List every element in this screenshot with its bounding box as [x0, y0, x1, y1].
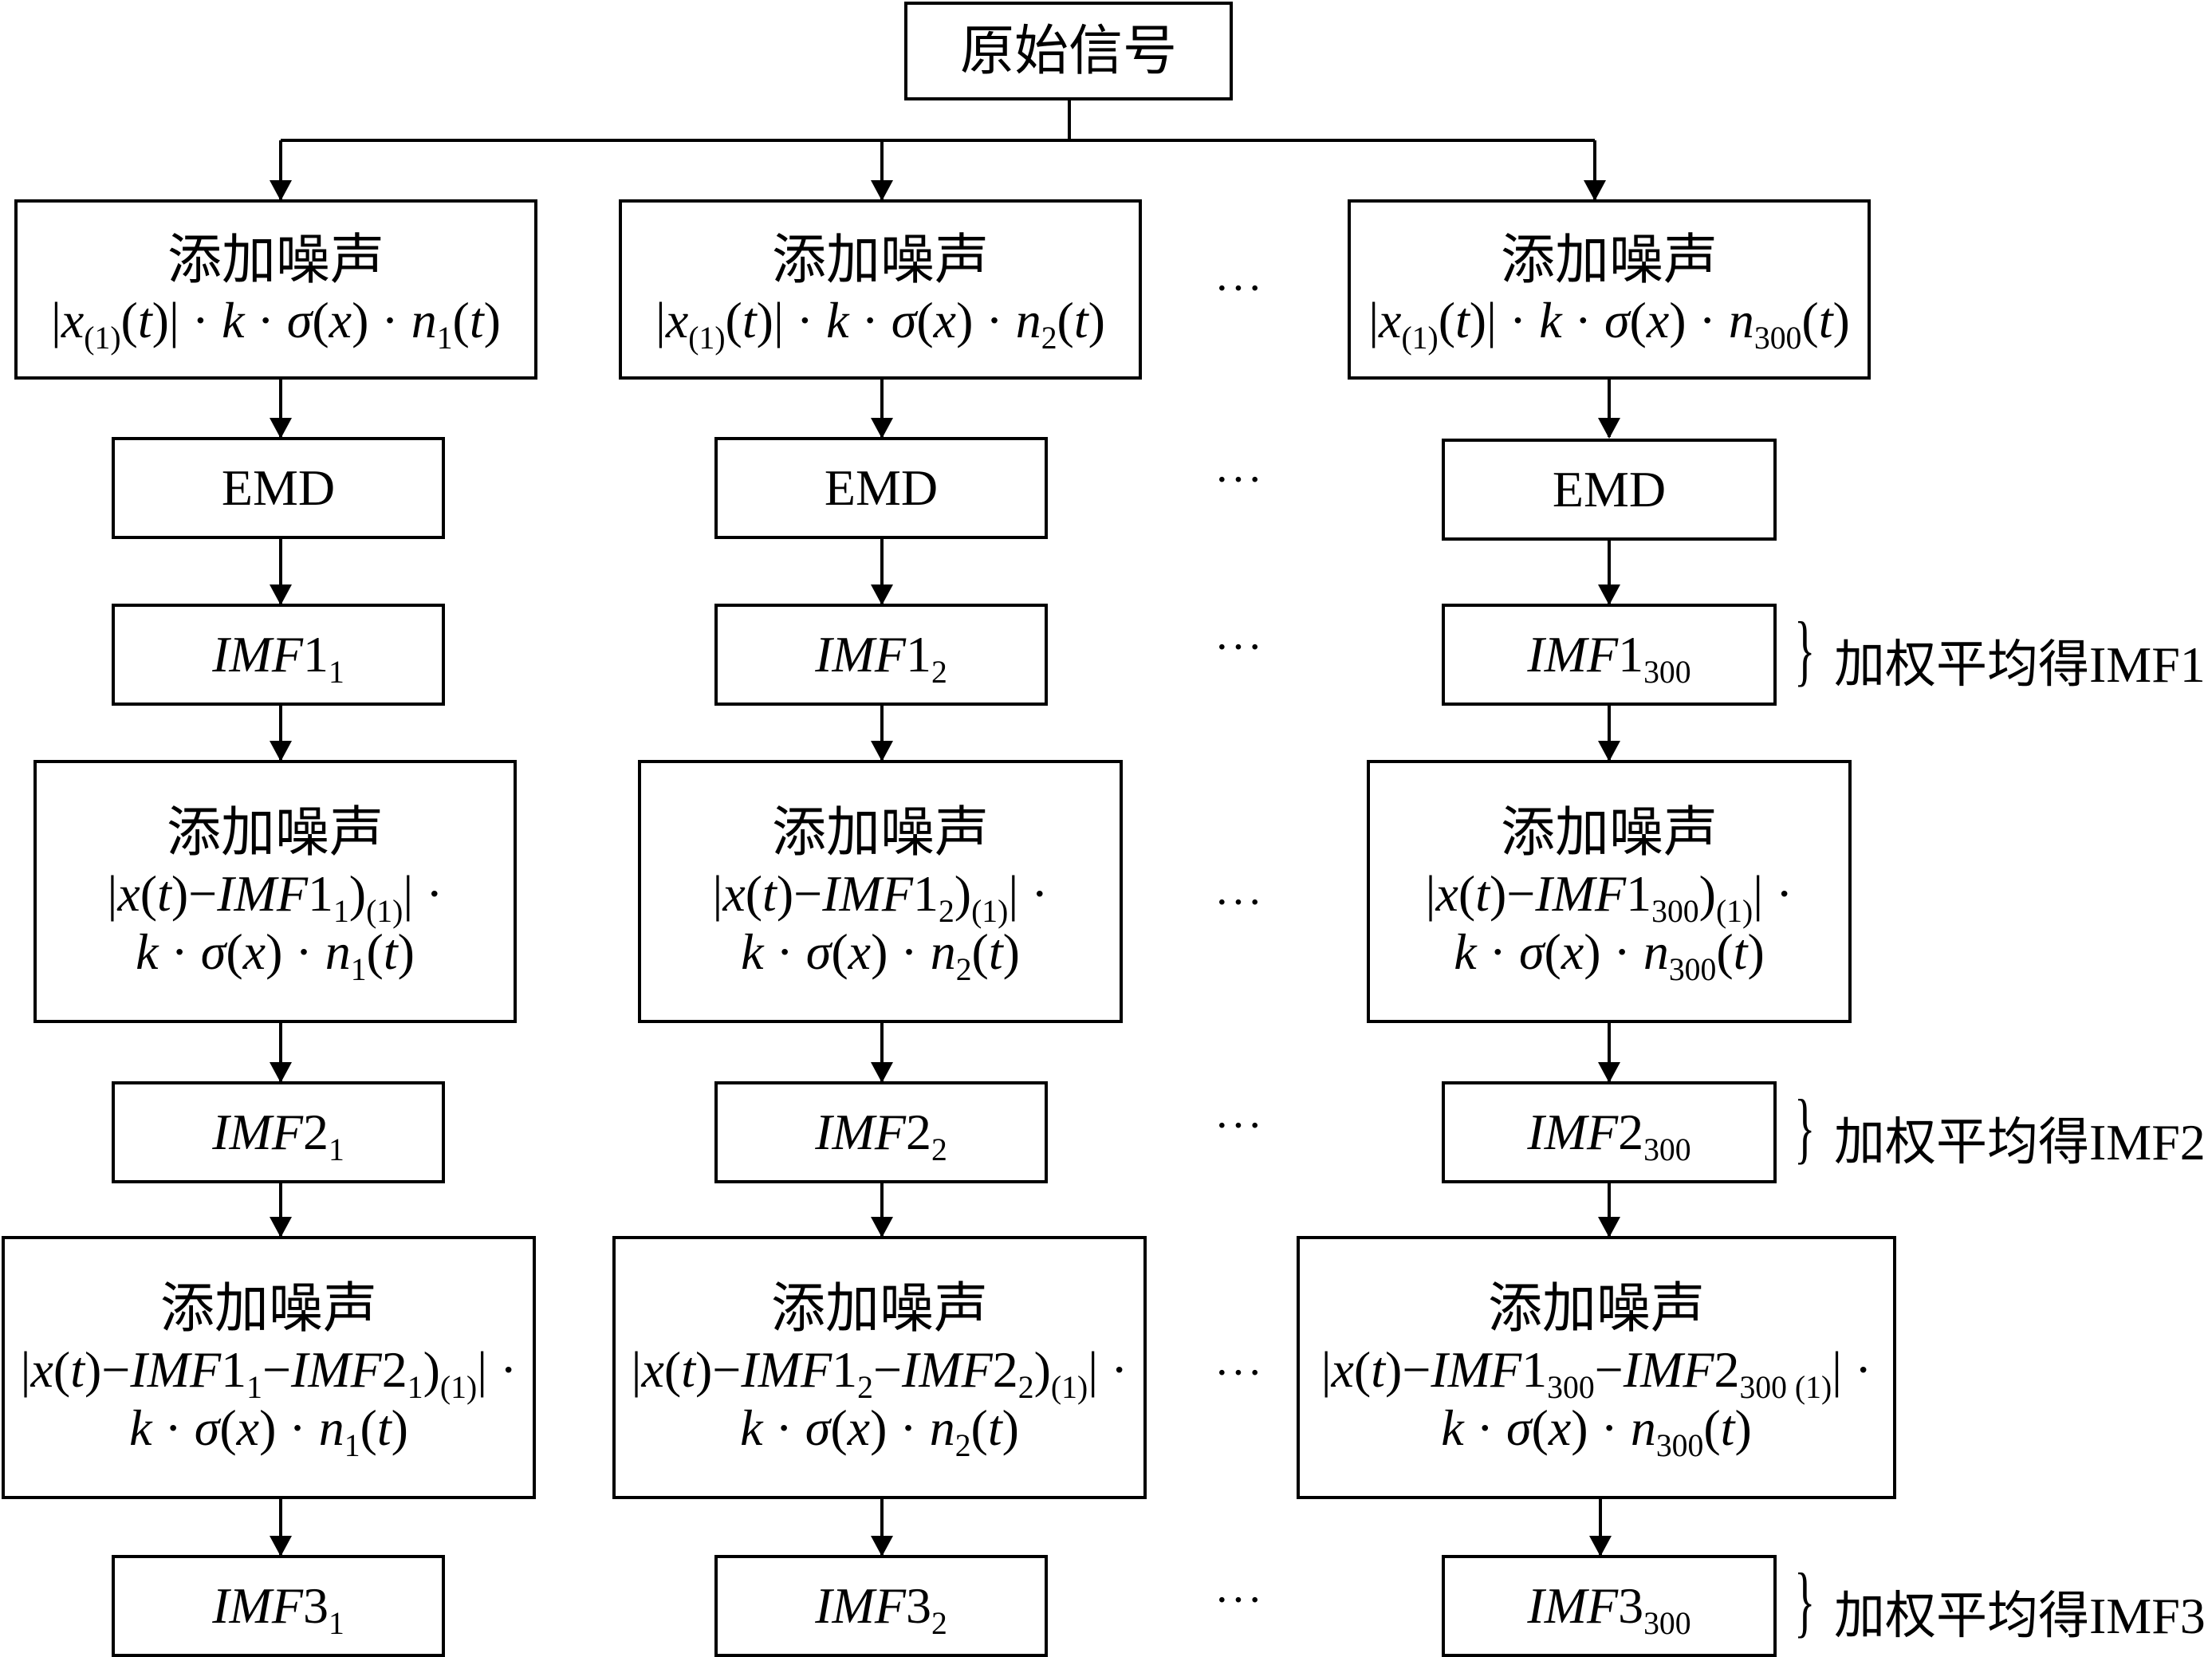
- imf-label: IMF: [1527, 1104, 1619, 1161]
- brace-icon: }: [1794, 1083, 1816, 1171]
- add-noise-label: 添加噪声: [1487, 1278, 1705, 1340]
- add-noise-label: 添加噪声: [771, 230, 989, 291]
- add-noise-label: 添加噪声: [159, 1278, 377, 1340]
- imf3-box-1: IMF31: [112, 1555, 445, 1657]
- imf1-box-300: IMF1300: [1442, 604, 1777, 706]
- add-noise-3-box-2: 添加噪声 |x(t)−IMF12−IMF22)(1)| · k · σ(x) ·…: [612, 1236, 1147, 1499]
- imf-label: IMF: [212, 626, 303, 683]
- add-noise-2-box-300: 添加噪声 |x(t)−IMF1300)(1)| · k · σ(x) · n30…: [1367, 760, 1852, 1023]
- imf-label: IMF: [815, 1104, 906, 1161]
- imf-label: IMF: [212, 1104, 303, 1161]
- add-noise-box-300: 添加噪声 |x(1)(t)| · k · σ(x) · n300(t): [1348, 199, 1871, 380]
- noise-formula: |x(1)(t)| · k · σ(x) · n1(t): [51, 292, 501, 356]
- weighted-average-imf1-note: 加权平均得IMF1: [1834, 636, 2206, 693]
- brace-icon: }: [1794, 1557, 1816, 1645]
- imf-label: IMF: [815, 626, 906, 683]
- add-noise-box-2: 添加噪声 |x(1)(t)| · k · σ(x) · n2(t): [619, 199, 1142, 380]
- add-noise-box-1: 添加噪声 |x(1)(t)| · k · σ(x) · n1(t): [14, 199, 537, 380]
- emd-box-1: EMD: [112, 437, 445, 539]
- add-noise-3-box-1: 添加噪声 |x(t)−IMF11−IMF21)(1)| · k · σ(x) ·…: [2, 1236, 536, 1499]
- add-noise-2-box-1: 添加噪声 |x(t)−IMF11)(1)| · k · σ(x) · n1(t): [33, 760, 517, 1023]
- add-noise-2-box-2: 添加噪声 |x(t)−IMF12)(1)| · k · σ(x) · n2(t): [638, 760, 1123, 1023]
- add-noise-label: 添加噪声: [770, 1278, 988, 1340]
- noise-formula: |x(1)(t)| · k · σ(x) · n2(t): [655, 292, 1105, 356]
- source-signal-label: 原始信号: [959, 20, 1177, 81]
- imf-label: IMF: [212, 1577, 303, 1635]
- ellipsis: ···: [1214, 455, 1264, 505]
- imf1-box-2: IMF12: [714, 604, 1048, 706]
- add-noise-3-box-300: 添加噪声 |x(t)−IMF1300−IMF2300 (1)| · k · σ(…: [1297, 1236, 1896, 1499]
- ellipsis: ···: [1214, 623, 1264, 672]
- emd-label: EMD: [1552, 461, 1667, 518]
- add-noise-label: 添加噪声: [166, 802, 384, 864]
- emd-box-2: EMD: [714, 437, 1048, 539]
- emd-box-300: EMD: [1442, 439, 1777, 541]
- imf2-box-2: IMF22: [714, 1081, 1048, 1183]
- emd-label: EMD: [824, 459, 939, 517]
- imf-label: IMF: [1527, 626, 1619, 683]
- add-noise-label: 添加噪声: [1500, 802, 1718, 864]
- imf3-box-300: IMF3300: [1442, 1555, 1777, 1657]
- add-noise-label: 添加噪声: [1500, 230, 1718, 291]
- imf2-box-1: IMF21: [112, 1081, 445, 1183]
- ellipsis: ···: [1214, 264, 1264, 313]
- ellipsis: ···: [1214, 1348, 1264, 1398]
- source-signal-box: 原始信号: [904, 2, 1233, 100]
- weighted-average-imf2-note: 加权平均得IMF2: [1834, 1114, 2206, 1171]
- imf-label: IMF: [815, 1577, 906, 1635]
- imf3-box-2: IMF32: [714, 1555, 1048, 1657]
- imf-label: IMF: [1527, 1577, 1619, 1635]
- weighted-average-imf3-note: 加权平均得IMF3: [1834, 1588, 2206, 1644]
- add-noise-label: 添加噪声: [771, 802, 989, 864]
- noise-formula: |x(1)(t)| · k · σ(x) · n300(t): [1368, 292, 1850, 356]
- ellipsis: ···: [1214, 878, 1264, 927]
- brace-icon: }: [1794, 605, 1816, 694]
- imf1-box-1: IMF11: [112, 604, 445, 706]
- ellipsis: ···: [1214, 1101, 1264, 1151]
- add-noise-label: 添加噪声: [167, 230, 384, 291]
- imf2-box-300: IMF2300: [1442, 1081, 1777, 1183]
- emd-label: EMD: [221, 459, 336, 517]
- ellipsis: ···: [1214, 1576, 1264, 1625]
